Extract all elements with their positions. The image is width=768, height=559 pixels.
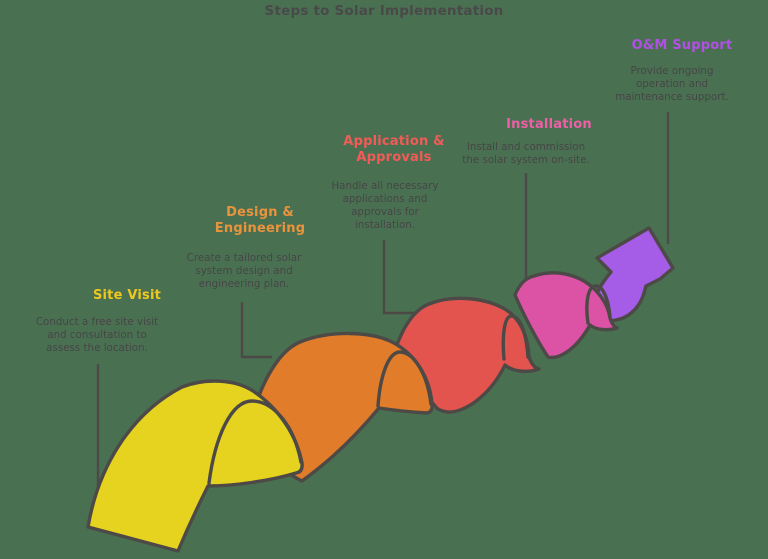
step-desc-application-approvals: Handle all necessary applications and ap…: [331, 180, 439, 231]
step-title-application-approvals: Application & Approvals: [343, 134, 445, 165]
ribbon-fold-site-visit: [207, 399, 303, 485]
step-desc-om-support: Provide ongoing operation and maintenanc…: [615, 65, 729, 103]
step-desc-installation: Install and commission the solar system …: [462, 141, 590, 166]
step-title-design-engineering: Design & Engineering: [214, 205, 306, 236]
step-title-om-support: O&M Support: [631, 38, 733, 53]
step-title-installation: Installation: [506, 117, 592, 132]
ribbon-fold-application-approvals: [501, 314, 530, 361]
ribbon-segment-installation: [513, 271, 619, 360]
page-title: Steps to Solar Implementation: [264, 3, 504, 19]
step-desc-design-engineering: Create a tailored solar system design an…: [186, 252, 302, 290]
connector-application-approvals: [382, 240, 428, 315]
step-desc-site-visit: Conduct a free site visit and consultati…: [35, 316, 159, 354]
step-title-site-visit: Site Visit: [93, 288, 161, 304]
step-title-line: Site Visit: [92, 288, 162, 303]
ribbon-fold-design-engineering: [376, 350, 433, 408]
connector-design-engineering: [240, 302, 272, 359]
ribbon-fold-installation: [585, 284, 612, 325]
